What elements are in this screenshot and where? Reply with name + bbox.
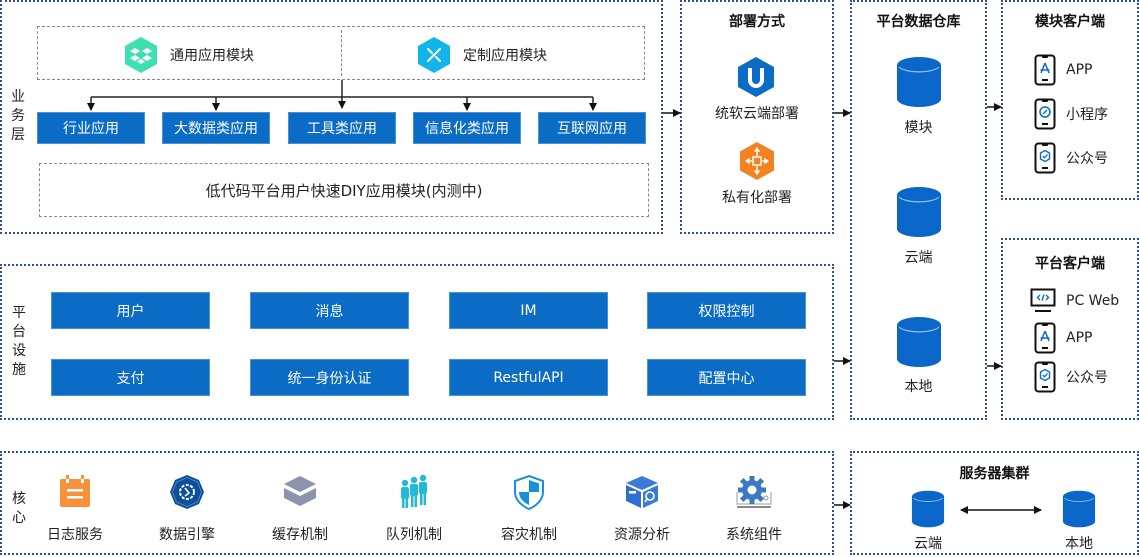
- core-item-cache-label: 缓存机制: [272, 527, 328, 543]
- platform-client-official-label: 公众号: [1066, 370, 1108, 386]
- module-client-official[interactable]: 公众号: [1034, 142, 1108, 174]
- module-general-label: 通用应用模块: [170, 48, 254, 64]
- module-clients-panel: [1001, 0, 1139, 200]
- platform-config-center[interactable]: 配置中心: [647, 359, 806, 396]
- module-client-app-label: APP: [1066, 62, 1093, 78]
- deploy-cloud-label: 统软云端部署: [715, 106, 799, 122]
- core-item-system[interactable]: 系统组件: [719, 474, 789, 544]
- core-item-disaster[interactable]: 容灾机制: [494, 474, 564, 544]
- module-to-apps-connector: [87, 80, 597, 111]
- database-icon: [896, 56, 942, 108]
- phone-app-icon: [1034, 54, 1056, 86]
- box-search-icon: [626, 476, 658, 508]
- app-industry[interactable]: 行业应用: [37, 112, 145, 144]
- pencil-hex-icon: [417, 36, 451, 74]
- diy-module[interactable]: 低代码平台用户快速DIY应用模块(内测中): [39, 163, 649, 217]
- core-item-log-label: 日志服务: [47, 527, 103, 543]
- database-icon: [911, 490, 945, 528]
- module-client-official-label: 公众号: [1066, 151, 1108, 167]
- private-deploy-hex-icon[interactable]: [739, 141, 775, 181]
- core-item-cache[interactable]: 缓存机制: [265, 474, 335, 544]
- warehouse-local-label: 本地: [904, 379, 933, 395]
- core-layer-label: 核心: [12, 491, 26, 526]
- core-item-queue-label: 队列机制: [386, 527, 442, 543]
- database-icon: [896, 316, 942, 368]
- module-custom-label: 定制应用模块: [463, 48, 547, 64]
- server-cluster-title: 服务器集群: [959, 466, 1030, 482]
- tongruan-cloud-hex-icon[interactable]: [737, 56, 775, 98]
- module-divider: [341, 30, 342, 76]
- deployment-panel: [680, 0, 834, 234]
- core-item-log[interactable]: 日志服务: [40, 474, 110, 544]
- platform-client-app-label: APP: [1066, 330, 1093, 346]
- diy-module-label: 低代码平台用户快速DIY应用模块(内测中): [205, 181, 483, 200]
- platform-user[interactable]: 用户: [51, 292, 210, 329]
- cluster-local-label: 本地: [1065, 536, 1093, 552]
- platform-clients-title: 平台客户端: [1035, 256, 1105, 272]
- warehouse-cloud-label: 云端: [904, 250, 933, 266]
- dropbox-hex-icon: [124, 36, 158, 74]
- module-client-miniprogram[interactable]: 小程序: [1034, 98, 1108, 130]
- platform-permission[interactable]: 权限控制: [647, 292, 806, 329]
- monitor-code-icon: [1030, 288, 1056, 312]
- cluster-cloud-label: 云端: [914, 536, 942, 552]
- module-client-app[interactable]: APP: [1034, 54, 1092, 86]
- platform-message[interactable]: 消息: [250, 292, 409, 329]
- core-item-queue[interactable]: 队列机制: [379, 474, 449, 544]
- calendar-icon: [60, 475, 90, 507]
- app-tools[interactable]: 工具类应用: [288, 112, 396, 144]
- platform-layer-label: 平台设施: [12, 305, 26, 378]
- phone-app-icon: [1034, 322, 1056, 354]
- system-gear-icon: [736, 476, 772, 508]
- core-item-resource-label: 资源分析: [614, 527, 670, 543]
- core-item-resource[interactable]: 资源分析: [607, 474, 677, 544]
- module-general[interactable]: 通用应用模块: [124, 36, 254, 74]
- cache-layers-icon: [284, 476, 316, 506]
- module-client-miniprogram-label: 小程序: [1066, 107, 1108, 123]
- app-internet[interactable]: 互联网应用: [538, 112, 646, 144]
- platform-client-app[interactable]: APP: [1034, 322, 1092, 354]
- module-custom[interactable]: 定制应用模块: [417, 36, 547, 74]
- data-warehouse-title: 平台数据仓库: [876, 14, 961, 30]
- engine-gear-icon: [170, 475, 204, 509]
- platform-identity[interactable]: 统一身份认证: [250, 359, 409, 396]
- database-icon: [896, 186, 942, 238]
- deploy-private-label: 私有化部署: [722, 190, 792, 206]
- app-informatization[interactable]: 信息化类应用: [413, 112, 521, 144]
- cluster-sync-arrow: [960, 506, 1042, 514]
- platform-clients-panel: [1001, 238, 1139, 420]
- core-item-engine-label: 数据引擎: [159, 527, 215, 543]
- people-queue-icon: [401, 474, 427, 508]
- module-clients-title: 模块客户端: [1035, 14, 1105, 30]
- phone-miniprogram-icon: [1034, 98, 1056, 130]
- phone-official-account-icon: [1034, 361, 1056, 393]
- platform-payment[interactable]: 支付: [51, 359, 210, 396]
- platform-client-pcweb[interactable]: PC Web: [1030, 288, 1119, 314]
- database-icon: [1062, 490, 1096, 528]
- app-bigdata[interactable]: 大数据类应用: [162, 112, 270, 144]
- core-item-system-label: 系统组件: [726, 527, 782, 543]
- platform-layer: [0, 264, 834, 420]
- platform-restfulapi[interactable]: RestfulAPI: [449, 359, 608, 396]
- platform-im[interactable]: IM: [449, 292, 608, 329]
- module-group: [37, 26, 645, 80]
- business-layer-label: 业务层: [11, 89, 25, 143]
- platform-client-pcweb-label: PC Web: [1066, 293, 1120, 309]
- core-item-engine[interactable]: 数据引擎: [152, 474, 222, 544]
- phone-official-account-icon: [1034, 142, 1056, 174]
- platform-client-official[interactable]: 公众号: [1034, 361, 1108, 393]
- shield-icon: [514, 474, 544, 510]
- deployment-title: 部署方式: [729, 14, 785, 30]
- warehouse-module-label: 模块: [904, 120, 933, 136]
- core-item-disaster-label: 容灾机制: [501, 527, 557, 543]
